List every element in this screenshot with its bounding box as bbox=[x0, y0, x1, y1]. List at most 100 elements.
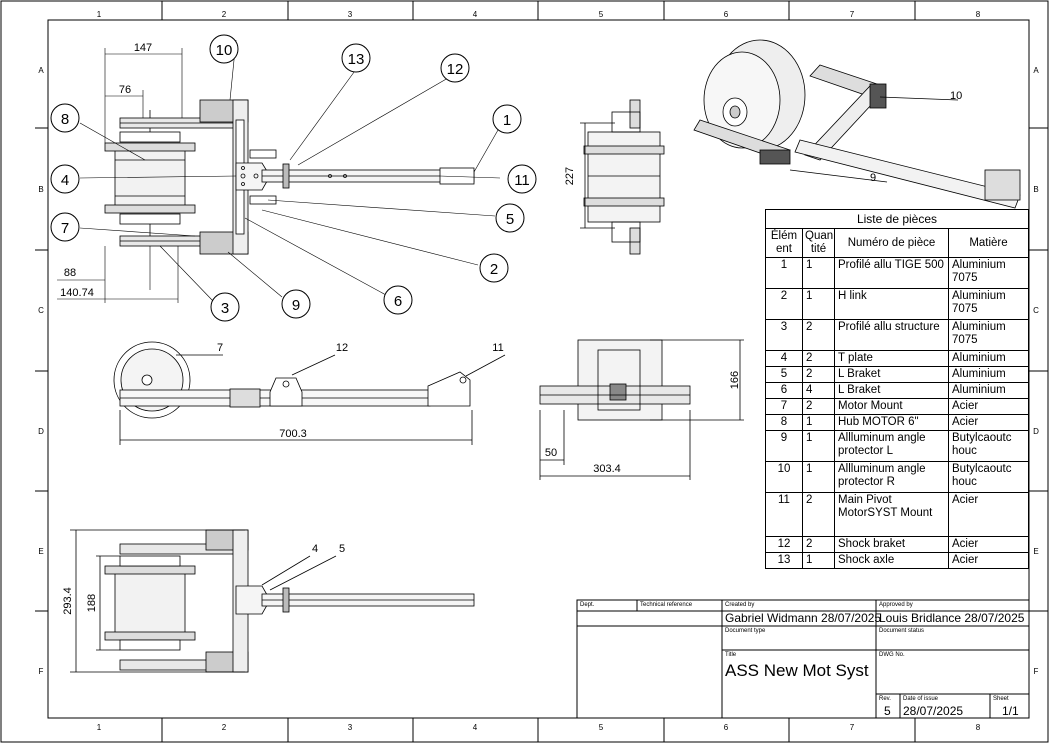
balloon-7: 7 bbox=[61, 220, 69, 237]
cell-item: 11 bbox=[765, 492, 803, 537]
border-labels: 1 2 3 4 5 6 7 8 1 2 3 4 5 6 7 8 A B C D … bbox=[38, 10, 1039, 732]
row-label: B bbox=[1033, 185, 1038, 194]
cell-item: 2 bbox=[765, 288, 803, 320]
top-view bbox=[104, 99, 475, 255]
col-label: 3 bbox=[348, 723, 353, 732]
dim-140: 140.74 bbox=[60, 287, 94, 299]
balloon-13: 13 bbox=[348, 51, 365, 68]
dept-label: Dept. bbox=[580, 602, 595, 608]
col-label: 2 bbox=[222, 10, 227, 19]
balloon-8: 8 bbox=[61, 111, 69, 128]
balloon-9: 9 bbox=[292, 297, 300, 314]
cell-material: Butylcaoutc houc bbox=[948, 430, 1029, 462]
cell-part: L Braket bbox=[834, 382, 949, 399]
cell-qty: 1 bbox=[802, 414, 835, 431]
cell-qty: 1 bbox=[802, 257, 835, 289]
bottom-label-5: 5 bbox=[339, 543, 345, 555]
date-label: Date of issue bbox=[903, 696, 939, 702]
rear-view bbox=[539, 339, 744, 480]
cell-item: 9 bbox=[765, 430, 803, 462]
cell-item: 6 bbox=[765, 382, 803, 399]
balloon-1: 1 bbox=[503, 112, 511, 129]
date-of-issue: 28/07/2025 bbox=[903, 704, 964, 718]
side-label-12: 12 bbox=[336, 342, 348, 354]
col-label: 5 bbox=[599, 10, 604, 19]
col-label: 3 bbox=[348, 10, 353, 19]
col-label: 1 bbox=[97, 723, 102, 732]
doc-status-label: Document status bbox=[879, 628, 925, 634]
cell-part: Motor Mount bbox=[834, 398, 949, 415]
tech-ref-label: Technical reference bbox=[640, 602, 693, 608]
cell-qty: 4 bbox=[802, 382, 835, 399]
cell-material: Aluminium 7075 bbox=[948, 257, 1029, 289]
cell-part: Allluminum angle protector L bbox=[834, 430, 949, 462]
border-ticks bbox=[35, 1, 1048, 742]
side-view bbox=[113, 341, 506, 445]
col-label: 6 bbox=[724, 723, 729, 732]
dim-166: 166 bbox=[729, 371, 741, 389]
header-part-number: Numéro de pièce bbox=[834, 228, 949, 258]
cell-qty: 2 bbox=[802, 398, 835, 415]
dim-2934: 293.4 bbox=[62, 587, 74, 615]
balloon-4: 4 bbox=[61, 172, 69, 189]
bottom-view bbox=[70, 529, 475, 673]
cell-qty: 2 bbox=[802, 492, 835, 537]
row-label: A bbox=[1033, 66, 1039, 75]
col-label: 4 bbox=[473, 723, 478, 732]
created-by: Gabriel Widmann 28/07/2025 bbox=[725, 611, 882, 625]
header-material: Matière bbox=[948, 228, 1029, 258]
cell-item: 13 bbox=[765, 552, 803, 569]
balloon-11: 11 bbox=[514, 172, 530, 189]
cell-part: L Braket bbox=[834, 366, 949, 383]
parts-list-header: Élém ent Quan tité Numéro de pièce Matiè… bbox=[765, 228, 1029, 258]
drawing-title: ASS New Mot Syst bbox=[725, 661, 869, 680]
cell-part: Shock axle bbox=[834, 552, 949, 569]
cell-part: H link bbox=[834, 288, 949, 320]
dim-88: 88 bbox=[64, 267, 76, 279]
cell-part: Main Pivot MotorSYST Mount bbox=[834, 492, 949, 537]
row-label: F bbox=[1034, 667, 1039, 676]
balloon-12: 12 bbox=[447, 61, 464, 78]
doc-type-label: Document type bbox=[725, 628, 766, 634]
cell-part: Profilé allu TIGE 500 bbox=[834, 257, 949, 289]
top-view-dims bbox=[57, 48, 183, 303]
row-label: C bbox=[1033, 306, 1039, 315]
cell-item: 7 bbox=[765, 398, 803, 415]
title-label: Title bbox=[725, 652, 737, 658]
cell-qty: 2 bbox=[802, 319, 835, 351]
cell-part: Allluminum angle protector R bbox=[834, 461, 949, 493]
balloon-2: 2 bbox=[490, 261, 498, 278]
balloon-5: 5 bbox=[506, 211, 514, 228]
row-label: D bbox=[38, 427, 44, 436]
balloons: 10 13 12 1 11 5 2 6 9 3 7 4 8 bbox=[50, 34, 537, 322]
dim-147: 147 bbox=[134, 42, 152, 54]
cell-item: 12 bbox=[765, 536, 803, 553]
iso-label-9: 9 bbox=[870, 172, 876, 184]
cell-part: Hub MOTOR 6" bbox=[834, 414, 949, 431]
sheet-number: 1/1 bbox=[1002, 704, 1019, 718]
leader-lines bbox=[79, 39, 501, 302]
balloon-10: 10 bbox=[216, 42, 233, 59]
cell-qty: 1 bbox=[802, 430, 835, 462]
balloon-3: 3 bbox=[221, 300, 229, 317]
parts-list-title: Liste de pièces bbox=[765, 209, 1029, 228]
cell-material: Aluminium 7075 bbox=[948, 288, 1029, 320]
bottom-label-4: 4 bbox=[312, 543, 318, 555]
sheet-label: Sheet bbox=[993, 696, 1009, 702]
approved-by: Louis Bridlance 28/07/2025 bbox=[879, 611, 1025, 625]
dim-76: 76 bbox=[119, 84, 131, 96]
side-label-7: 7 bbox=[217, 342, 223, 354]
cell-material: Aluminium 7075 bbox=[948, 319, 1029, 351]
header-qty: Quan tité bbox=[802, 228, 835, 258]
cell-material: Acier bbox=[948, 414, 1029, 431]
col-label: 7 bbox=[850, 10, 855, 19]
cell-material: Aluminium bbox=[948, 366, 1029, 383]
